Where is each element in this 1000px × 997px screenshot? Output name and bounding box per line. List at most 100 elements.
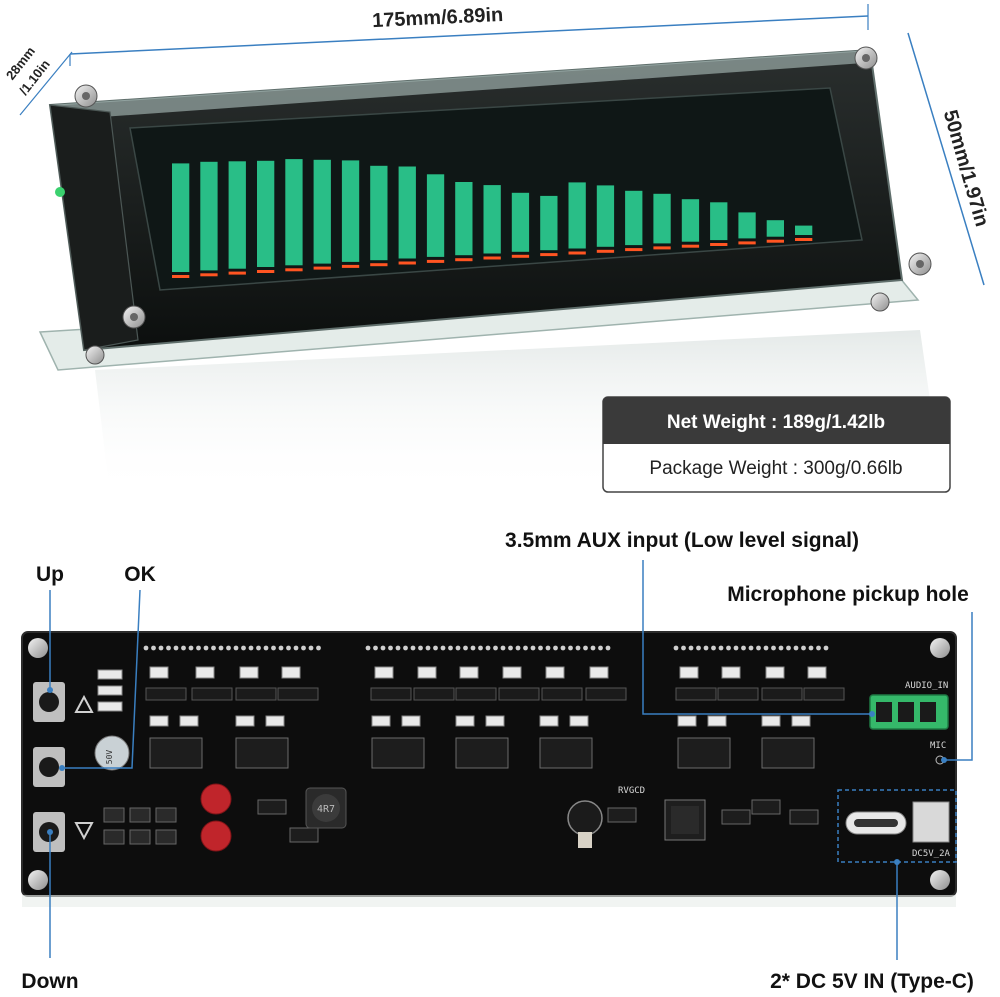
usb-c-port-2[interactable]: [912, 801, 950, 843]
header-pin: [365, 645, 371, 651]
dc-label: 2* DC 5V IN (Type-C): [770, 970, 974, 993]
small-ic: [370, 687, 412, 701]
small-ic: [455, 687, 497, 701]
small-ic: [675, 687, 717, 701]
rvgcd-silk: RVGCD: [618, 786, 645, 796]
smd-resistor: [765, 666, 785, 679]
smd-resistor: [455, 715, 475, 727]
small-ic: [235, 687, 277, 701]
red-capacitor-1: [200, 783, 232, 815]
spectrum-bar: [710, 202, 728, 241]
callout-aux: 3.5mm AUX input (Low level signal): [505, 529, 875, 717]
bolt-top-left: [74, 84, 98, 108]
bolt-foot-left: [85, 345, 105, 365]
spectrum-bar: [795, 225, 813, 235]
down-arrow-icon: [74, 822, 94, 841]
smd-resistor: [545, 666, 565, 679]
small-ic: [751, 799, 781, 815]
spectrum-floor-marker: [795, 238, 813, 241]
spectrum-bar: [483, 185, 501, 254]
callout-up: Up: [36, 563, 64, 693]
spectrum-bar: [455, 182, 473, 256]
pcb-bolt-bl: [28, 870, 48, 890]
callout-mic: Microphone pickup hole: [727, 583, 973, 763]
header-pin: [151, 645, 156, 651]
smd-resistor: [239, 666, 259, 679]
header-pin: [418, 645, 423, 651]
spectrum-floor-marker: [596, 249, 615, 253]
spectrum-bar: [172, 163, 190, 272]
smd-resistor: [401, 715, 421, 727]
small-ic: [721, 809, 751, 825]
smd-resistor: [485, 715, 505, 727]
spectrum-floor-marker: [710, 243, 728, 246]
mic-silk: MIC: [930, 741, 946, 751]
header-pin: [433, 645, 438, 651]
mosfet: [155, 829, 177, 845]
spectrum-floor-marker: [738, 241, 756, 245]
header-pin: [286, 645, 291, 651]
header-pin: [590, 645, 596, 651]
header-pin: [748, 645, 754, 651]
spectrum-bar: [370, 165, 388, 261]
pcb-board: 50V 4R7 RVGCD AUDIO_IN MIC: [21, 631, 957, 907]
header-pin: [816, 645, 821, 651]
small-ic: [789, 809, 819, 825]
buzzer: [567, 800, 603, 848]
header-pin: [380, 645, 386, 651]
header-pin: [203, 645, 209, 651]
mosfet: [103, 829, 125, 845]
electrolytic-capacitor: 50V: [94, 735, 130, 771]
button-up[interactable]: [33, 682, 65, 722]
small-ic: [585, 687, 627, 701]
pcb-bolt-tr: [930, 638, 950, 658]
header-pin: [233, 645, 239, 651]
aux-jack[interactable]: [869, 694, 949, 730]
driver-chip: [149, 737, 203, 769]
header-pin: [143, 645, 149, 651]
header-pin: [316, 645, 321, 651]
header-pin: [523, 645, 528, 651]
driver-ics: [97, 666, 845, 845]
up-arrow-icon: [74, 694, 94, 713]
header-pin: [688, 645, 694, 651]
spectrum-floor-marker: [653, 246, 671, 250]
header-pin: [478, 645, 483, 651]
header-pin: [373, 645, 378, 651]
button-ok[interactable]: [33, 747, 65, 787]
header-pin: [703, 645, 709, 651]
header-pin: [771, 645, 776, 651]
aux-label: 3.5mm AUX input (Low level signal): [505, 529, 859, 552]
red-capacitor-2: [200, 820, 232, 852]
height-label: 50mm/1.97in: [939, 108, 993, 229]
header-pin: [278, 645, 284, 651]
spectrum-floor-marker: [540, 253, 558, 257]
header-pin: [808, 645, 814, 651]
spectrum-bar: [228, 161, 246, 269]
header-pin: [673, 645, 679, 651]
header-pin: [681, 645, 686, 651]
spectrum-floor-marker: [257, 270, 275, 273]
header-pin: [560, 645, 566, 651]
header-pin: [226, 645, 231, 651]
header-pin: [440, 645, 446, 651]
small-ic: [607, 807, 637, 823]
mosfet: [155, 807, 177, 823]
mosfet: [129, 829, 151, 845]
header-pin: [605, 645, 611, 651]
callout-ok: OK: [59, 563, 156, 771]
header-pin: [545, 645, 551, 651]
spectrum-floor-marker: [455, 258, 473, 262]
usb-c-port[interactable]: [845, 811, 907, 835]
ok-label: OK: [124, 563, 156, 586]
header-pin: [756, 645, 761, 651]
smd-resistor: [417, 666, 437, 679]
header-pin: [485, 645, 491, 651]
spectrum-bar: [568, 182, 586, 249]
spectrum-floor-marker: [200, 273, 218, 277]
inductor-label: 4R7: [317, 804, 335, 815]
header-pin: [726, 645, 731, 651]
left-side-panel: [49, 104, 139, 351]
driver-chip: [677, 737, 731, 769]
